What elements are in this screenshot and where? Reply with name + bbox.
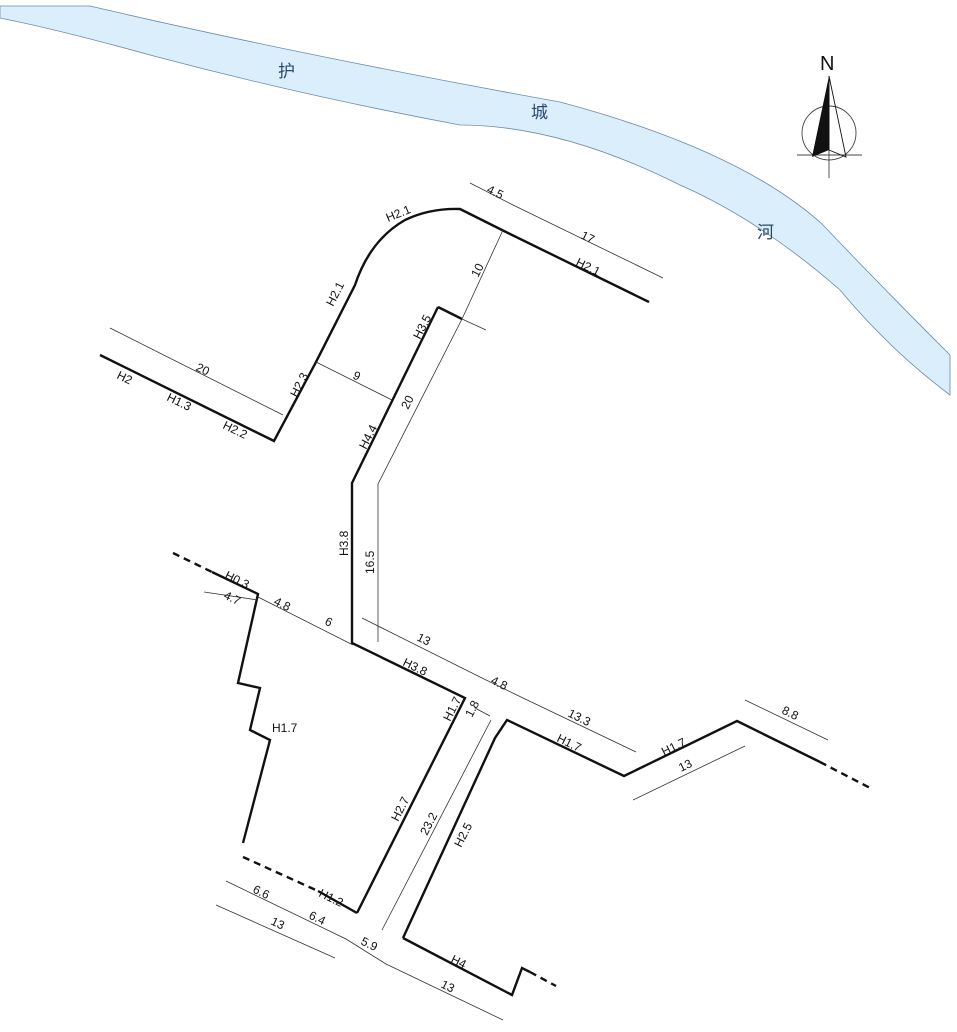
height-h3-8-diag: H3.8: [401, 655, 430, 679]
wall-right-lower: [402, 936, 531, 997]
height-h4-4: H4.4: [356, 422, 380, 451]
wall-right-lower-2: [401, 718, 821, 939]
dim-13-right: 13: [676, 756, 694, 775]
wall-dash-left-bottom: [242, 855, 319, 893]
river-label-1: 护: [278, 62, 295, 82]
wall-left-upper: [99, 207, 650, 443]
dim-4-8-right: 4.8: [489, 673, 510, 693]
dim-13-mid: 13: [415, 630, 433, 649]
dim-1-8: 1.8: [462, 698, 482, 720]
height-arc-label: H2.1: [384, 202, 413, 225]
north-arrow-icon: N: [797, 53, 862, 178]
height-h1-7-right-2: H1.7: [659, 735, 688, 759]
height-h1-3: H1.3: [165, 390, 194, 414]
wall-dash-bottom-right: [529, 970, 557, 988]
height-h1-7-left: H1.7: [272, 721, 298, 735]
height-h3-5: H3.5: [410, 312, 434, 341]
dim-4-8-left: 4.8: [272, 594, 293, 614]
height-h2-2: H2.2: [221, 418, 250, 442]
plan-labels: 4.5 17 H2.1 H2.1 H2.1 10 H3.5 20 H2 H1.3…: [115, 182, 801, 996]
height-h1-2: H1.2: [317, 886, 346, 910]
height-h2-3: H2.3: [287, 370, 311, 399]
dim-10: 10: [468, 261, 487, 280]
dim-20-left: 20: [194, 360, 212, 379]
wall-left-bottom: [317, 889, 358, 915]
height-h2: H2: [115, 368, 135, 387]
wall-dash-right-end: [819, 760, 873, 791]
height-h1-7-right-1: H1.7: [555, 731, 584, 755]
dimension-lines: [109, 182, 829, 1021]
wall-dash-left-top: [172, 551, 213, 574]
height-h4: H4: [449, 952, 469, 971]
dim-4-5: 4.5: [485, 182, 506, 202]
dim-5-9: 5.9: [359, 934, 380, 954]
dim-17: 17: [579, 228, 597, 247]
dim-6-4: 6.4: [307, 908, 328, 928]
north-label: N: [820, 53, 834, 75]
height-left-diag: H2.1: [323, 279, 347, 308]
river-label-3: 河: [757, 223, 774, 243]
moat-river: [0, 5, 951, 396]
dim-13-bottom-left: 13: [269, 914, 287, 933]
dim-4-7: 4.7: [222, 588, 243, 608]
dim-6: 6: [323, 614, 335, 630]
dim-6-6: 6.6: [251, 882, 272, 902]
height-h3-8-vertical: H3.8: [337, 530, 351, 556]
dim-20-mid: 20: [398, 393, 417, 412]
dim-9: 9: [351, 368, 363, 384]
dim-16-5: 16.5: [363, 550, 377, 574]
wall-right-upper: [350, 305, 467, 914]
height-right-upper: H2.1: [574, 255, 603, 279]
dim-8-8: 8.8: [780, 703, 801, 723]
river-label-2: 城: [531, 103, 548, 123]
dim-13-bottom-right: 13: [439, 977, 457, 996]
wall-left-block: [211, 570, 272, 844]
dim-13-3: 13.3: [566, 706, 593, 729]
